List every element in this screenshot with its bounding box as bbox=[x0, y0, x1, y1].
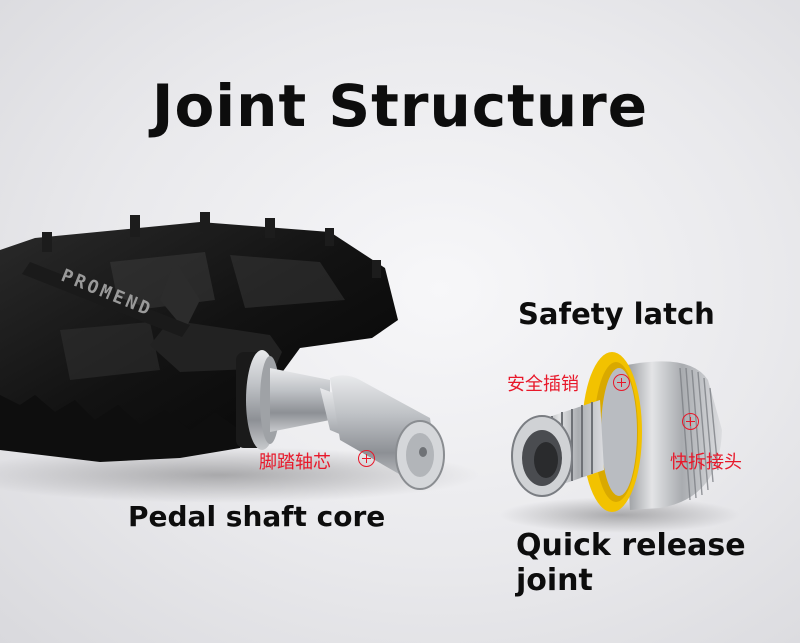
safety-latch-label: Safety latch bbox=[518, 297, 715, 331]
page-title: Joint Structure bbox=[151, 72, 649, 140]
safety-latch-cn-label: 安全插销 bbox=[507, 374, 579, 395]
plus-circle-icon bbox=[358, 450, 375, 467]
pedal-shaft-core-label: Pedal shaft core bbox=[128, 500, 386, 533]
plus-circle-icon bbox=[682, 413, 699, 430]
quick-release-joint-label: Quick release joint bbox=[516, 528, 746, 598]
pedal-shaft-core-cn-label: 脚踏轴芯 bbox=[259, 452, 331, 473]
quick-release-joint-cn-label: 快拆接头 bbox=[670, 452, 742, 473]
pedal-shaft-core bbox=[270, 368, 445, 490]
pedal-body: PROMEND bbox=[0, 212, 398, 462]
plus-circle-icon bbox=[613, 374, 630, 391]
quick-release-joint bbox=[511, 352, 722, 512]
